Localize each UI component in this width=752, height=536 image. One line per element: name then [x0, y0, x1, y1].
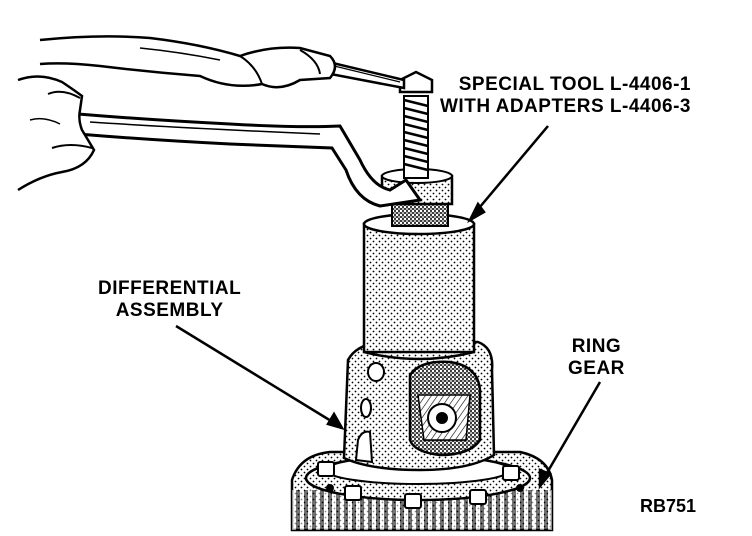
wrench-drawing: [76, 112, 423, 208]
ring-gear-arrowhead: [538, 468, 553, 490]
threaded-screw-drawing: [398, 70, 434, 179]
differential-leader: [175, 324, 337, 426]
figure-code: RB751: [640, 496, 697, 516]
differential-assembly-label: DIFFERENTIAL ASSEMBLY: [98, 278, 241, 322]
adapter-cylinder-drawing: [362, 168, 476, 361]
leader-lines: [175, 125, 602, 490]
special-tool-line-1: SPECIAL TOOL L-4406-1: [458, 74, 691, 95]
differential-assembly-line-1: DIFFERENTIAL: [98, 278, 242, 299]
left-hand-drawing: [17, 75, 96, 192]
ring-gear-label: RING GEAR: [568, 336, 625, 380]
ring-gear-line-1: RING: [571, 336, 622, 357]
differential-arrowhead: [326, 411, 345, 431]
special-tool-label: SPECIAL TOOL L-4406-1 WITH ADAPTERS L-44…: [440, 74, 691, 118]
right-hand-drawing: [39, 35, 337, 89]
ring-gear-leader: [542, 381, 602, 479]
ring-gear-line-2: GEAR: [568, 358, 625, 379]
ring-gear-bolts: [317, 461, 520, 509]
differential-assembly-line-2: ASSEMBLY: [115, 300, 224, 321]
special-tool-arrowhead: [467, 201, 486, 224]
differential-case-drawing: [342, 340, 496, 472]
special-tool-line-2: WITH ADAPTERS L-4406-3: [440, 96, 691, 117]
special-tool-leader: [473, 125, 549, 215]
